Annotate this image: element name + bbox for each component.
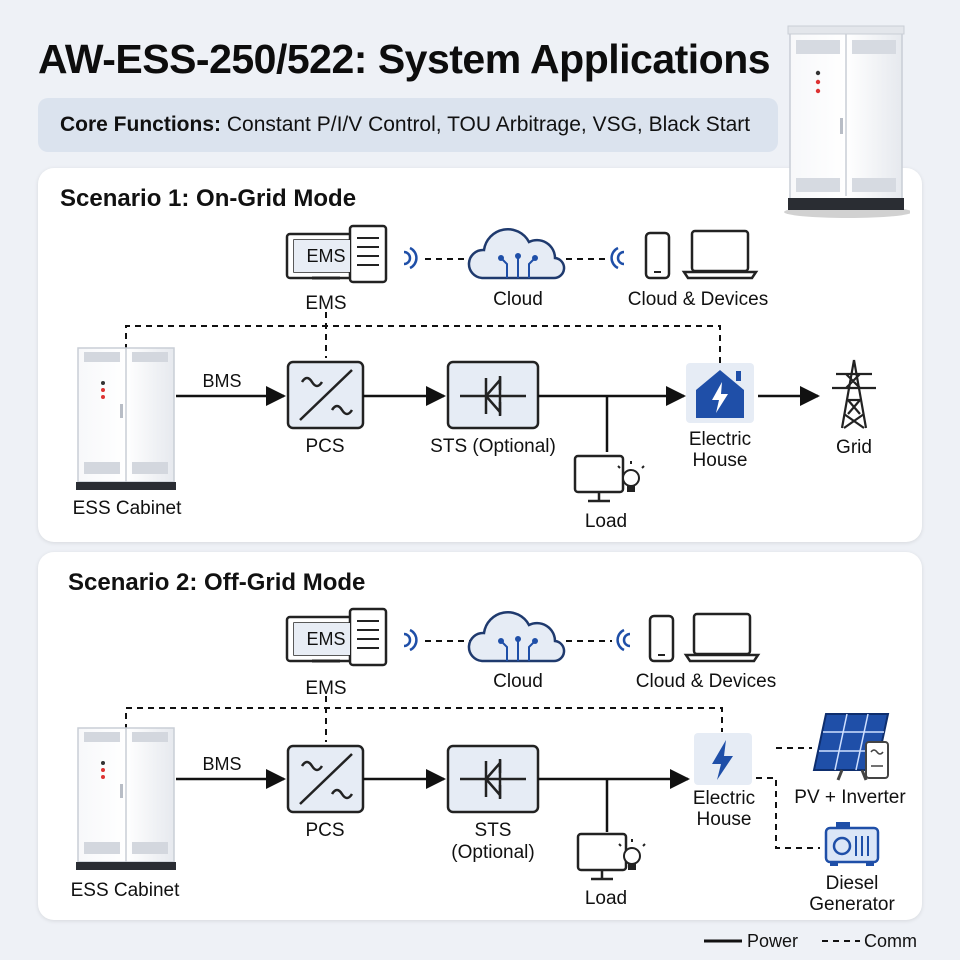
phone-icon — [644, 231, 671, 280]
load-label: Load — [585, 888, 627, 909]
diesel-label-line2: Generator — [809, 894, 895, 915]
pv-inverter-label: PV + Inverter — [794, 787, 906, 808]
cloud-label: Cloud — [493, 289, 543, 310]
load-label: Load — [585, 511, 627, 532]
cloud-label: Cloud — [493, 671, 543, 692]
comm-line — [756, 777, 820, 849]
electric-house-icon — [686, 363, 754, 423]
grid-tower-icon — [832, 359, 876, 429]
electric-house-label-line1: Electric — [693, 788, 755, 809]
cloud-devices-label: Cloud & Devices — [628, 289, 768, 310]
ess-cabinet-hero-image — [784, 25, 910, 218]
pcs-label: PCS — [305, 436, 344, 457]
ess-cabinet-icon — [76, 347, 176, 490]
sts-label-line1: STS — [475, 820, 512, 841]
laptop-icon — [681, 229, 759, 280]
scenario-1-title: Scenario 1: On-Grid Mode — [60, 185, 356, 212]
wireless-signal-icon — [403, 246, 418, 270]
scenario-2-panel: Scenario 2: Off-Grid Mode EMS EMS — [38, 552, 922, 920]
bms-label: BMS — [202, 754, 241, 774]
core-functions-bar: Core Functions: Constant P/I/V Control, … — [38, 98, 778, 152]
comm-line — [125, 325, 721, 364]
comm-legend-label: Comm — [864, 931, 917, 951]
sts-switch-icon — [446, 360, 540, 430]
lightning-bolt-icon — [694, 733, 752, 785]
solar-panel-icon — [812, 713, 890, 781]
power-legend-label: Power — [747, 931, 798, 951]
grid-label: Grid — [836, 437, 872, 458]
cloud-devices-label: Cloud & Devices — [636, 671, 776, 692]
ess-cabinet-icon — [76, 727, 176, 870]
comm-line — [125, 707, 723, 732]
core-functions-text: Constant P/I/V Control, TOU Arbitrage, V… — [226, 113, 751, 136]
cloud-icon — [467, 611, 566, 663]
scenario-1-panel: Scenario 1: On-Grid Mode EMS EMS — [38, 168, 922, 542]
sts-label: STS (Optional) — [430, 436, 556, 457]
sts-label-line2: (Optional) — [451, 842, 534, 863]
cloud-icon — [467, 228, 566, 280]
bms-label: BMS — [202, 371, 241, 391]
core-functions-label: Core Functions: — [60, 113, 221, 136]
ess-cabinet-label: ESS Cabinet — [73, 498, 183, 519]
scenario-2-diagram: Scenario 2: Off-Grid Mode EMS EMS — [68, 569, 906, 915]
wireless-signal-icon — [616, 628, 631, 652]
pcs-converter-icon — [286, 744, 365, 814]
phone-icon — [648, 614, 675, 663]
scenario-1-diagram: Scenario 1: On-Grid Mode EMS EMS — [60, 185, 876, 532]
laptop-icon — [683, 612, 761, 663]
load-monitor-icon — [573, 454, 645, 503]
electric-house-label-line1: Electric — [689, 429, 751, 450]
ems-label: EMS — [305, 293, 346, 314]
wireless-signal-icon — [403, 628, 418, 652]
electric-house-label-line2: House — [697, 809, 752, 830]
scenario-2-title: Scenario 2: Off-Grid Mode — [68, 569, 365, 596]
pcs-converter-icon — [286, 360, 365, 430]
ess-cabinet-label: ESS Cabinet — [71, 880, 181, 901]
wireless-signal-icon — [610, 246, 625, 270]
diesel-generator-icon — [824, 822, 880, 866]
ems-label: EMS — [305, 678, 346, 699]
load-monitor-icon — [576, 832, 646, 881]
ems-screen-text: EMS — [306, 629, 345, 649]
sts-switch-icon — [446, 744, 540, 814]
pcs-label: PCS — [305, 820, 344, 841]
diesel-label-line1: Diesel — [826, 873, 879, 894]
page-title: AW-ESS-250/522: System Applications — [38, 36, 771, 82]
ems-screen-text: EMS — [306, 246, 345, 266]
electric-house-label-line2: House — [693, 450, 748, 471]
